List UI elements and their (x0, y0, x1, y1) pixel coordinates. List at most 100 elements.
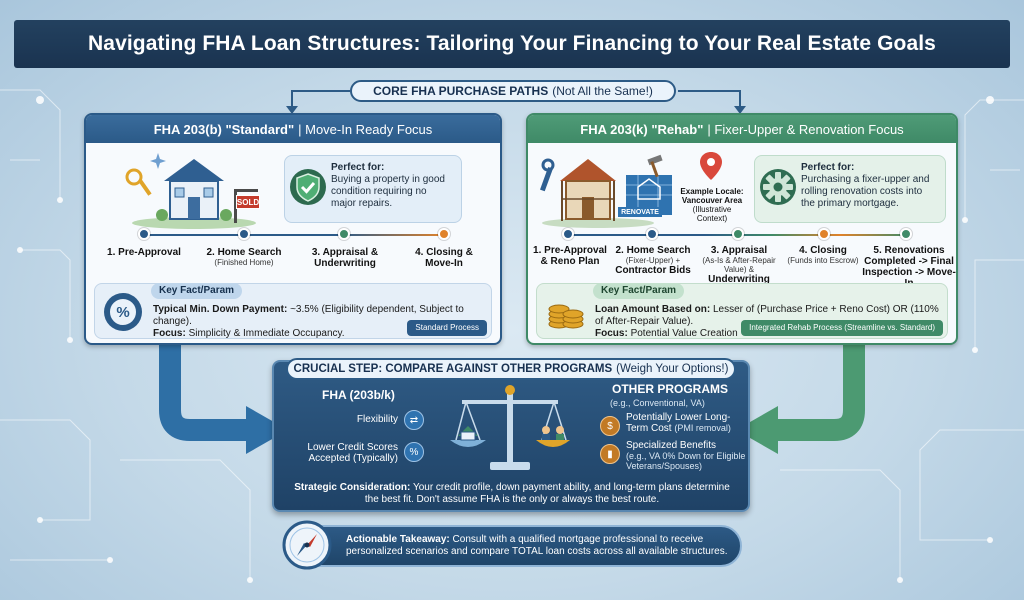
perfect-for-title: Perfect for: (801, 162, 855, 173)
rehab-step-3-label: 3. Appraisal (710, 245, 768, 256)
other-benefit-special: Specialized Benefits (e.g., VA 0% Down f… (626, 440, 746, 471)
rehab-step-2: 2. Home Search (Fixer-Upper) + Contracto… (612, 245, 694, 276)
fha-203k-header: FHA 203(k) "Rehab" | Fixer-Upper & Renov… (528, 115, 956, 143)
strategic-label: Strategic Consideration: (294, 482, 411, 493)
steps-line (144, 234, 444, 236)
percent-badge-icon: % (104, 293, 142, 331)
rehab-step-4-sub: (Funds into Escrow) (787, 256, 859, 265)
kf-focus-value: Potential Value Creation (630, 328, 738, 339)
fha-203k-perfect-for: Perfect for: Purchasing a fixer-upper an… (754, 155, 946, 223)
example-locale: Example Locale: Vancouver Area (Illustra… (678, 187, 746, 223)
rehab-step-1: 1. Pre-Approval & Reno Plan (530, 245, 610, 267)
left-flow-arrow (159, 340, 288, 454)
rehab-step-3-label2: Underwriting (708, 274, 770, 285)
kf-focus-label: Focus: (153, 328, 186, 339)
renovate-sign: RENOVATE (618, 207, 662, 217)
locale-title: Example Locale: Vancouver Area (680, 187, 744, 205)
core-paths-subtitle: (Not All the Same!) (552, 84, 653, 98)
rehab-step-2-label2: Contractor Bids (615, 265, 691, 276)
kf-down-payment-label: Typical Min. Down Payment: (153, 304, 288, 315)
other-benefit-cost: Potentially Lower Long-Term Cost (PMI re… (626, 412, 744, 434)
fha-203k-title: FHA 203(k) "Rehab" (580, 121, 704, 137)
key-fact-tag: Key Fact/Param (151, 283, 243, 299)
core-split-arrows (286, 90, 746, 114)
locale-note: (Illustrative Context) (692, 205, 732, 223)
kf-loan-amount-value: Lesser of (Purchase Price + Reno Cost) O… (595, 304, 939, 327)
fha-203b-title: FHA 203(b) "Standard" (153, 121, 295, 137)
rehab-step-3-sub: (As-Is & After-Repair Value) & (702, 256, 776, 274)
step-dot-4 (818, 228, 830, 240)
step-4: 4. Closing & Move-In (402, 247, 486, 269)
gear-icon (760, 169, 796, 205)
step-2-sub: (Finished Home) (214, 258, 274, 267)
sold-sign: SOLD (236, 195, 260, 209)
fha-203k-panel: FHA 203(k) "Rehab" | Fixer-Upper & Renov… (526, 113, 958, 345)
fha-203b-focus: | Move-In Ready Focus (298, 121, 433, 137)
bar-chart-icon: ▮ (600, 444, 620, 464)
rehab-step-4-label: 4. Closing (799, 245, 847, 256)
core-paths-pill: CORE FHA PURCHASE PATHS (Not All the Sam… (350, 80, 676, 102)
step-dot-3 (732, 228, 744, 240)
perfect-for-text: Buying a property in good condition requ… (331, 174, 445, 209)
perfect-for-title: Perfect for: (331, 162, 385, 173)
rehab-step-2-label: 2. Home Search (615, 245, 691, 256)
takeaway-text: Consult with a qualified mortgage profes… (346, 534, 728, 557)
shield-check-icon (290, 169, 326, 205)
swap-arrows-icon: ⇄ (404, 410, 424, 430)
title-bar: Navigating FHA Loan Structures: Tailorin… (14, 20, 1010, 68)
key-fact-body: Typical Min. Down Payment: ~3.5% (Eligib… (153, 304, 483, 340)
fha-compare-title: FHA (203b/k) (322, 388, 395, 402)
step-3-label: 3. Appraisal & Underwriting (311, 247, 379, 269)
kf-down-payment-value: ~3.5% (Eligibility dependent, Subject to… (153, 304, 464, 327)
step-dot-4 (438, 228, 450, 240)
fha-203b-panel: FHA 203(b) "Standard" | Move-In Ready Fo… (84, 113, 502, 345)
lock-icon: $ (600, 416, 620, 436)
other-benefit-cost-sub: (PMI removal) (674, 423, 731, 433)
step-3: 3. Appraisal & Underwriting (296, 247, 394, 269)
step-4-label: 4. Closing & Move-In (415, 247, 473, 269)
compass-icon (282, 520, 332, 570)
other-programs-title: OTHER PROGRAMS (612, 382, 729, 396)
step-2-label: 2. Home Search (206, 247, 282, 258)
step-dot-2 (238, 228, 250, 240)
right-flow-arrow (736, 340, 865, 454)
step-dot-5 (900, 228, 912, 240)
step-dot-3 (338, 228, 350, 240)
page-title: Navigating FHA Loan Structures: Tailorin… (88, 32, 936, 55)
finished-house-icon (125, 153, 258, 229)
core-paths-title: CORE FHA PURCHASE PATHS (373, 84, 549, 98)
svg-text:%: % (116, 304, 129, 321)
actionable-takeaway: Actionable Takeaway: Consult with a qual… (286, 525, 742, 567)
fha-benefit-credit: Lower Credit Scores Accepted (Typically) (307, 442, 398, 464)
percent-icon: % (404, 442, 424, 462)
other-benefit-special-title: Specialized Benefits (626, 440, 717, 451)
balance-scale-icon (450, 385, 570, 470)
fixer-upper-house-icon (540, 154, 672, 228)
step-2: 2. Home Search (Finished Home) (194, 247, 294, 267)
compare-step-title: CRUCIAL STEP: COMPARE AGAINST OTHER PROG… (293, 363, 613, 375)
strategic-text: Your credit profile, down payment abilit… (364, 482, 730, 505)
fha-203b-perfect-for: Perfect for: Buying a property in good c… (284, 155, 462, 223)
key-fact-body: Loan Amount Based on: Lesser of (Purchas… (595, 304, 939, 340)
compare-panel: FHA (203b/k) Flexibility ⇄ Lower Credit … (272, 360, 750, 512)
rehab-step-4: 4. Closing (Funds into Escrow) (786, 245, 860, 265)
rehab-step-2-sub: (Fixer-Upper) + (625, 256, 681, 265)
compare-step-pill: CRUCIAL STEP: COMPARE AGAINST OTHER PROG… (286, 358, 736, 380)
step-dot-2 (646, 228, 658, 240)
rehab-step-3: 3. Appraisal (As-Is & After-Repair Value… (696, 245, 782, 285)
fha-203k-key-fact: Key Fact/Param Loan Amount Based on: Les… (536, 283, 948, 339)
fha-203b-header: FHA 203(b) "Standard" | Move-In Ready Fo… (86, 115, 500, 143)
location-pin-icon (700, 152, 722, 180)
fha-benefit-flexibility: Flexibility (356, 414, 398, 425)
kf-focus-label: Focus: (595, 328, 628, 339)
fha-203k-focus: | Fixer-Upper & Renovation Focus (707, 121, 904, 137)
step-1-label: 1. Pre-Approval (107, 247, 181, 258)
compare-step-subtitle: (Weigh Your Options!) (616, 363, 729, 375)
step-dot-1 (562, 228, 574, 240)
strategic-consideration: Strategic Consideration: Your credit pro… (290, 482, 734, 506)
kf-loan-amount-label: Loan Amount Based on: (595, 304, 711, 315)
step-dot-1 (138, 228, 150, 240)
coin-stack-icon (548, 304, 584, 329)
key-fact-tag: Key Fact/Param (593, 283, 685, 299)
